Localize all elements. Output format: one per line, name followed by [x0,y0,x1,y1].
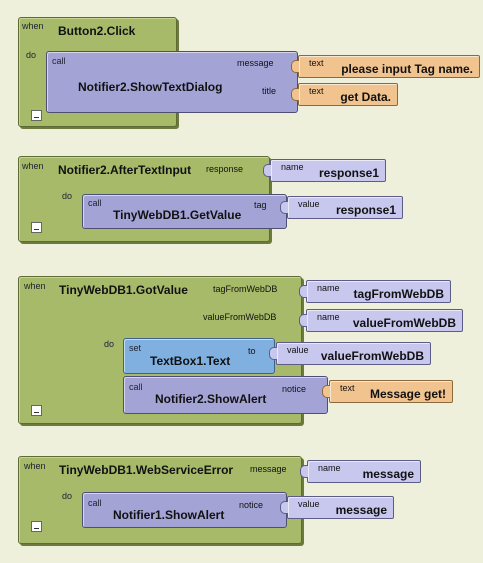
text-value-title: get Data. [340,90,391,104]
name-socket-response[interactable]: name response1 [263,159,386,182]
event-param-label-response: response [206,164,244,174]
collapse-toggle-icon[interactable] [31,110,42,121]
text-keyword: text [309,86,324,96]
value-keyword: value [287,345,309,355]
text-keyword: text [309,58,324,68]
param-label-notice: notice [239,500,264,510]
name-socket-tagfromwebdb[interactable]: name tagFromWebDB [299,280,451,303]
socket-notch [280,201,288,214]
do-keyword: do [62,191,73,201]
name-socket-message[interactable]: name message [300,460,421,483]
event-title: Notifier2.AfterTextInput [58,163,192,177]
value-socket-set[interactable]: value valueFromWebDB [269,342,431,365]
event-title: Button2.Click [58,24,136,38]
when-keyword: when [22,161,44,171]
collapse-toggle-icon[interactable] [31,521,42,532]
call-keyword: call [129,382,143,392]
param-label-message: message [237,58,274,68]
event-title: TinyWebDB1.WebServiceError [59,463,234,477]
text-socket-notice[interactable]: text Message get! [322,380,453,403]
value-keyword: value [298,199,320,209]
set-name: TextBox1.Text [150,354,231,368]
do-keyword: do [26,50,37,60]
socket-notch [291,60,299,73]
socket-notch [291,88,299,101]
when-keyword: when [24,281,46,291]
when-keyword: when [22,21,44,31]
socket-notch [300,465,308,478]
when-keyword: when [24,461,46,471]
socket-notch [299,285,307,298]
value-socket-notice[interactable]: value message [280,496,394,519]
name-value-response1: response1 [318,166,379,180]
name-value-valuefromwebdb: valueFromWebDB [352,316,456,330]
name-value-message: message [362,467,414,481]
event-param-label-message: message [250,464,287,474]
socket-notch [269,347,277,360]
value-socket-tag[interactable]: value response1 [280,196,403,219]
collapse-toggle-icon[interactable] [31,222,42,233]
call-keyword: call [88,198,102,208]
call-name: Notifier2.ShowTextDialog [78,80,223,94]
call-keyword: call [52,56,66,66]
text-value-message: please input Tag name. [341,62,473,76]
call-block-get-value[interactable] [82,194,287,229]
text-socket-message[interactable]: text please input Tag name. [291,55,480,78]
do-keyword: do [62,491,73,501]
call-name: Notifier2.ShowAlert [155,392,267,406]
text-keyword: text [340,383,355,393]
collapse-toggle-icon[interactable] [31,405,42,416]
name-socket-valuefromwebdb[interactable]: name valueFromWebDB [299,309,463,332]
do-keyword: do [104,339,115,349]
call-name: TinyWebDB1.GetValue [113,208,242,222]
text-value-notice: Message get! [369,387,446,401]
param-label-tag: tag [254,200,267,210]
socket-notch [322,385,330,398]
event-param-label-tagfromwebdb: tagFromWebDB [213,284,278,294]
socket-notch [263,164,271,177]
socket-notch [280,501,288,514]
set-keyword: set [129,343,142,353]
value-value-message: message [335,503,387,517]
set-block-textbox1-text[interactable] [123,338,275,374]
name-value-tagfromwebdb: tagFromWebDB [353,287,444,301]
text-socket-title[interactable]: text get Data. [291,83,398,106]
name-keyword: name [317,283,340,293]
value-value-response1: response1 [335,203,396,217]
set-to-label: to [248,346,256,356]
param-label-notice: notice [282,384,307,394]
param-label-title: title [262,86,277,96]
name-keyword: name [281,162,304,172]
call-name: Notifier1.ShowAlert [113,508,225,522]
call-block-show-text-dialog[interactable] [46,51,298,113]
call-block-show-alert-notifier1[interactable] [82,492,287,528]
value-keyword: value [298,499,320,509]
call-block-show-alert-notifier2[interactable] [123,376,328,414]
name-keyword: name [318,463,341,473]
socket-notch [299,314,307,327]
value-value-valuefromwebdb: valueFromWebDB [320,349,424,363]
event-param-label-valuefromwebdb: valueFromWebDB [203,312,277,322]
call-keyword: call [88,498,102,508]
event-title: TinyWebDB1.GotValue [59,283,188,297]
name-keyword: name [317,312,340,322]
